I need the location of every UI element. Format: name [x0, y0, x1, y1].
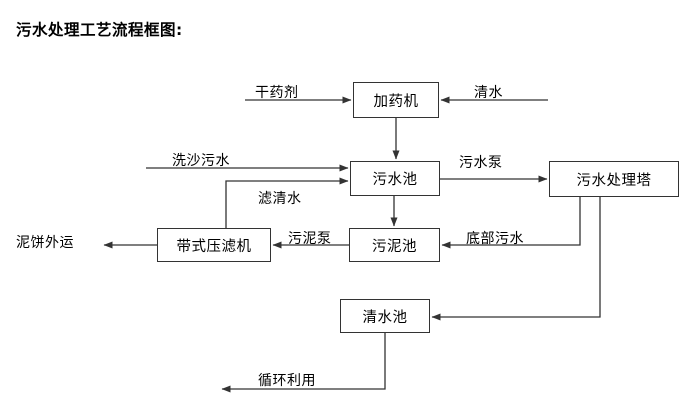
edge-label-dry-chemical: 干药剂 — [255, 85, 299, 101]
node-label: 加药机 — [373, 93, 419, 110]
node-wastewater-pool[interactable]: 污水池 — [350, 161, 440, 196]
terminal-label-mud-cake-out: 泥饼外运 — [16, 235, 74, 251]
edge-label-filtered-water: 滤清水 — [258, 191, 302, 207]
node-belt-filter-press[interactable]: 带式压滤机 — [157, 228, 271, 262]
node-label: 污泥池 — [372, 238, 417, 255]
edge-label-recycle-reuse: 循环利用 — [258, 373, 316, 389]
edge-label-bottom-sewage: 底部污水 — [466, 231, 524, 247]
edge-label-sand-wash-sewage: 洗沙污水 — [172, 153, 230, 169]
connector-filtered-water-to-wastewater-pool — [225, 177, 349, 228]
connector-tower-to-clean-water-pool — [431, 197, 601, 321]
node-sludge-pool[interactable]: 污泥池 — [349, 228, 440, 262]
node-treatment-tower[interactable]: 污水处理塔 — [549, 161, 679, 197]
edge-label-sewage-pump: 污水泵 — [459, 155, 503, 171]
node-clean-water-pool[interactable]: 清水池 — [340, 299, 430, 333]
page-title: 污水处理工艺流程框图: — [16, 21, 183, 39]
edge-label-sludge-pump: 污泥泵 — [288, 231, 332, 247]
node-label: 清水池 — [362, 309, 408, 326]
node-dosing-machine[interactable]: 加药机 — [353, 82, 439, 118]
edge-label-clean-water-in: 清水 — [474, 85, 503, 101]
node-label: 污水池 — [372, 172, 418, 188]
connector-tower-to-sludge-pool — [441, 197, 581, 249]
connector-clean-water-pool-to-reuse — [221, 333, 386, 393]
node-label: 带式压滤机 — [176, 238, 252, 255]
node-label: 污水处理塔 — [576, 172, 652, 189]
